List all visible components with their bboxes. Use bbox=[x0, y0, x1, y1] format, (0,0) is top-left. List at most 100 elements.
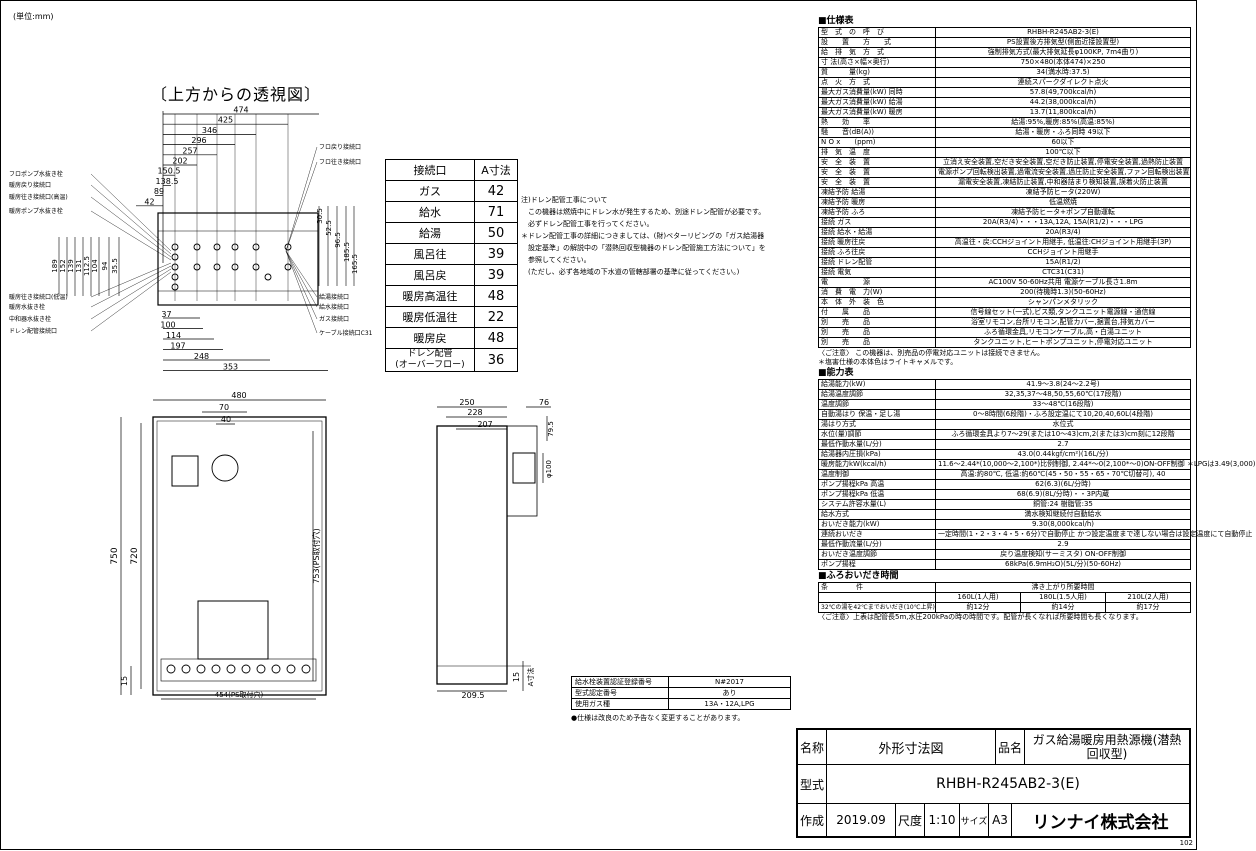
row-value: PS設置後方排気型(側面近接設置型) bbox=[935, 37, 1191, 48]
bath-caution: 〈ご注意〉上表は配管長5m,水圧200kPaの時の時間です。配管が長くなれば所要… bbox=[818, 613, 1143, 621]
dim-label: 720 bbox=[130, 547, 140, 564]
port-circle bbox=[171, 283, 179, 291]
row-value: 給湯:95%,暖房:85%(高温:85%) bbox=[935, 117, 1191, 128]
table-row: 最低作動流量(L/分)2.9 bbox=[818, 539, 1191, 550]
table-row: 型式認定番号あり bbox=[571, 687, 791, 699]
row-value: 戻り温度検知(サーミスタ) ON-OFF制御 bbox=[935, 549, 1191, 560]
row-key: 接続 ガス bbox=[818, 217, 936, 228]
row-value: 水位式 bbox=[935, 419, 1191, 430]
cert-key: 給水栓装置認証登録番号 bbox=[571, 676, 669, 688]
row-key: 別 売 品 bbox=[818, 337, 936, 348]
dim-label: 257 bbox=[182, 146, 197, 155]
leader-line bbox=[285, 250, 318, 308]
callout-label: 暖房ポンプ水抜き栓 bbox=[9, 207, 63, 215]
row-value: 2.7 bbox=[935, 439, 1191, 450]
row-key: 凍結予防 ふろ bbox=[818, 207, 936, 218]
row-value: 低温燃焼 bbox=[935, 197, 1191, 208]
dim-label: A寸法 bbox=[526, 668, 535, 687]
dim-label: 52.5 bbox=[325, 220, 333, 236]
port-dim: 50 bbox=[474, 222, 518, 244]
perf-title: ■能力表 bbox=[818, 368, 854, 378]
table-row: 給湯能力(kW)41.9〜3.8(24〜2.2号) bbox=[818, 379, 1191, 390]
unit-note: (単位:mm) bbox=[13, 12, 54, 21]
technical-drawing: 474425346296257202150.5138.5894237100114… bbox=[9, 106, 555, 701]
port-name: 給水 bbox=[385, 201, 475, 223]
dim-label: 185.5 bbox=[343, 242, 351, 262]
condition-header: 条 件 bbox=[818, 582, 936, 593]
condition-cell: 32℃の湯を42℃までおいだき(10℃上昇) bbox=[818, 602, 936, 613]
row-key: 別 売 品 bbox=[818, 317, 936, 328]
front-panel bbox=[197, 600, 269, 660]
table-row: 別 売 品ふろ循環金具,リモコンケーブル,高・白湯ユニット bbox=[818, 327, 1191, 338]
row-key: 接続 電気 bbox=[818, 267, 936, 278]
row-key: ポンプ揚程 bbox=[818, 559, 936, 570]
dim-label: φ100 bbox=[545, 460, 553, 478]
row-key: 質 量(kg) bbox=[818, 67, 936, 78]
top-view-outline bbox=[157, 212, 319, 306]
row-key: 給 排 気 方 式 bbox=[818, 47, 936, 58]
port-circle bbox=[213, 263, 221, 271]
dim-label: 474 bbox=[233, 106, 248, 115]
row-key: 点 火 方 式 bbox=[818, 77, 936, 88]
leader-line bbox=[285, 250, 318, 334]
leader-line bbox=[90, 173, 172, 252]
row-key: ポンプ揚程kPa 低温 bbox=[818, 489, 936, 500]
row-key: システム許容水量(L) bbox=[818, 499, 936, 510]
cert-key: 型式認定番号 bbox=[571, 687, 669, 699]
row-value: 11.6〜2.44*(10,000〜2,100*)比例制御, 2.44*〜0(2… bbox=[935, 459, 1256, 470]
leader-line bbox=[90, 196, 172, 258]
table-row: 最低作動水量(L/分)2.7 bbox=[818, 439, 1191, 450]
table-row: 凍結予防 ふろ凍結予防ヒータ+ポンプ自動運転 bbox=[818, 207, 1191, 218]
row-value: 100℃以下 bbox=[935, 147, 1191, 158]
leader-line bbox=[285, 250, 318, 298]
port-circle bbox=[256, 664, 266, 674]
row-value: ふろ循環金具,リモコンケーブル,高・白湯ユニット bbox=[935, 327, 1191, 338]
row-key: 寸 法(高さ×幅×奥行) bbox=[818, 57, 936, 68]
size-value: A3 bbox=[988, 803, 1012, 837]
callout-label: ケーブル接続口C31 bbox=[319, 329, 373, 337]
row-key: 安 全 装 置 bbox=[818, 157, 936, 168]
row-value: 2.9 bbox=[935, 539, 1191, 550]
callout-label: フロ往き接続口 bbox=[319, 158, 361, 166]
row-key: 最大ガス消費量(kW) 同時 bbox=[818, 87, 936, 98]
table-row: 消 費 電 力(W)200(待機時1.3)(50-60Hz) bbox=[818, 287, 1191, 298]
dim-label: 30.5 bbox=[316, 208, 324, 224]
page-number: 102 bbox=[1179, 839, 1193, 847]
dim-label: 70 bbox=[219, 403, 229, 412]
table-row: 凍結予防 暖房低温燃焼 bbox=[818, 197, 1191, 208]
dim-label: 40 bbox=[221, 415, 231, 424]
row-value: 15A(R1/2) bbox=[935, 257, 1191, 268]
dim-label: 15 bbox=[120, 676, 129, 686]
table-row: 別 売 品浴室リモコン,台所リモコン,配管カバー,据置台,排気カバー bbox=[818, 317, 1191, 328]
dim-label: 189 bbox=[51, 259, 59, 272]
port-circle bbox=[181, 664, 191, 674]
table-row: N O x (ppm)60以下 bbox=[818, 137, 1191, 148]
row-key: 温度調節 bbox=[818, 399, 936, 410]
port-circle bbox=[252, 263, 260, 271]
row-value: 32,35,37〜48,50,55,60℃(17段階) bbox=[935, 389, 1191, 400]
port-dim: 39 bbox=[474, 264, 518, 286]
leader-line bbox=[90, 184, 172, 255]
row-key: 最低作動流量(L/分) bbox=[818, 539, 936, 550]
time-header: 沸き上がり所要時間 bbox=[935, 582, 1191, 593]
row-value: 57.8(49,700kcal/h) bbox=[935, 87, 1191, 98]
